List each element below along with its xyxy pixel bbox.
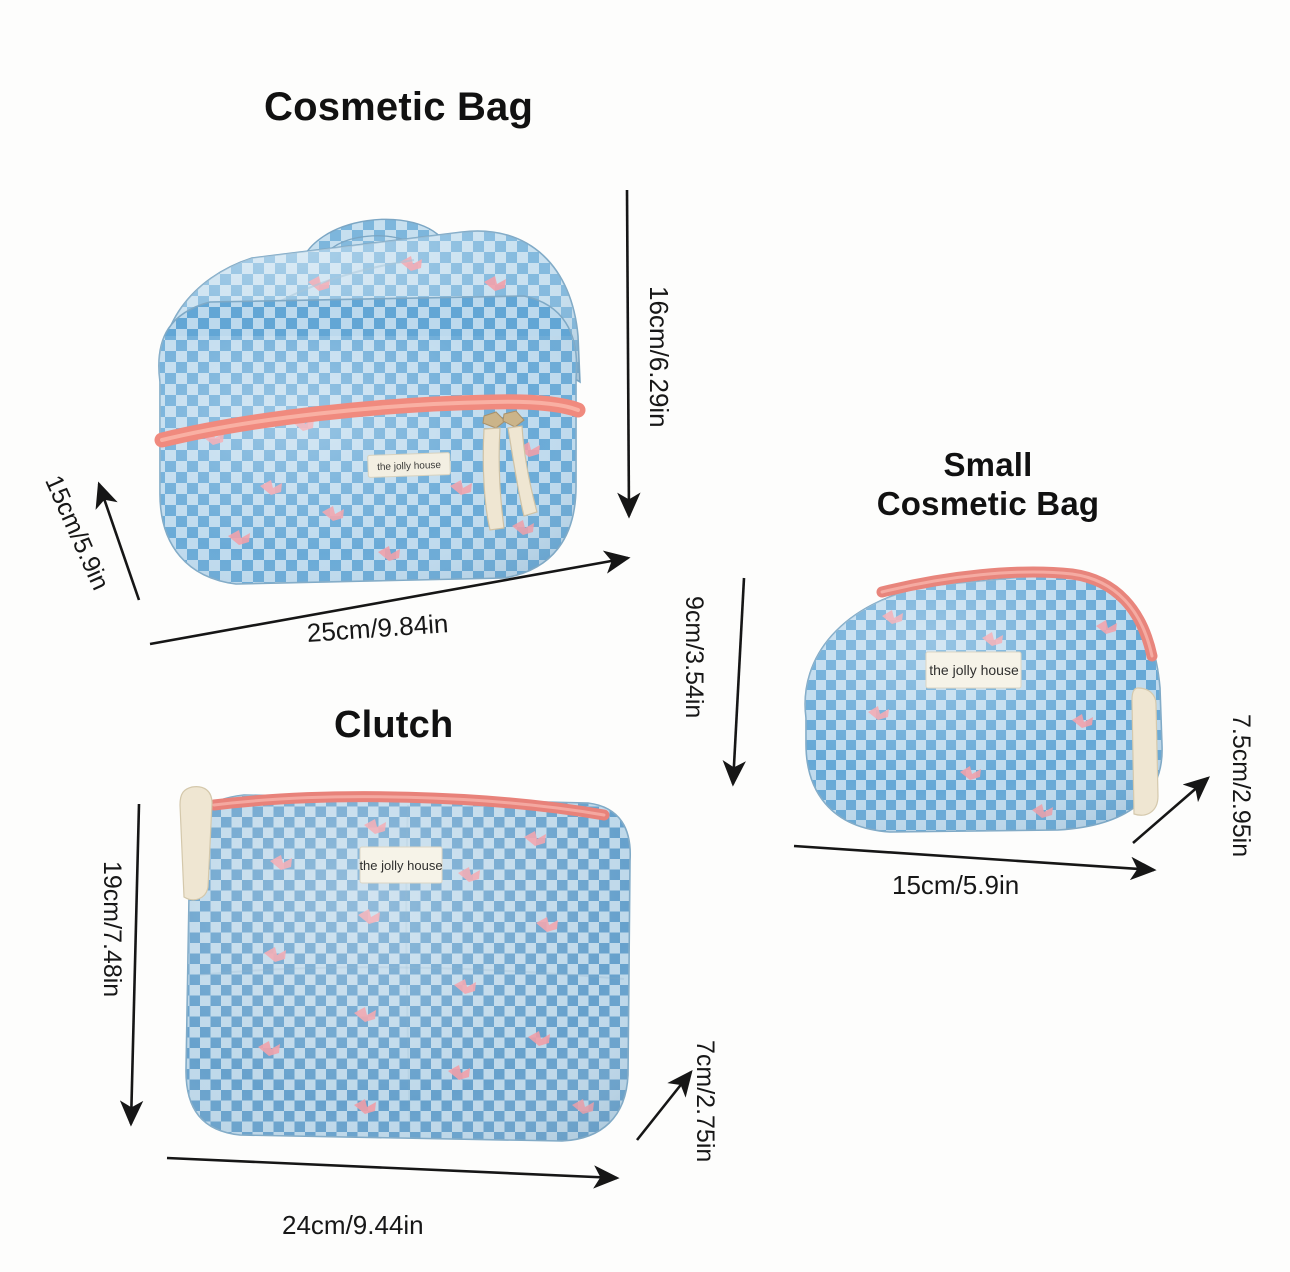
zipper-pull — [179, 786, 213, 901]
page-title-cosmetic-bag: Cosmetic Bag — [264, 85, 534, 129]
brand-label: the jolly house — [359, 846, 443, 884]
dimension-label-clutch-width: 24cm/9.44in — [282, 1210, 424, 1240]
brand-label: the jolly house — [925, 651, 1022, 689]
page-title-small-cosmetic-bag: Small Cosmetic Bag — [840, 446, 1136, 524]
zipper-pull — [1131, 687, 1159, 816]
dimension-label-clutch-depth: 7cm/2.75in — [691, 1040, 719, 1163]
dimension-label-small-cosmetic-bag-height: 9cm/3.54in — [680, 596, 708, 719]
brand-label-text: the jolly house — [359, 858, 442, 873]
title-line-1: Small — [943, 446, 1033, 483]
brand-label-text: the jolly house — [929, 662, 1019, 678]
product-image-cosmetic-bag: the jolly house — [132, 186, 602, 606]
zipper-pull — [482, 410, 538, 531]
dimension-label-cosmetic-bag-width: 25cm/9.84in — [305, 608, 450, 648]
bag-body — [185, 794, 631, 1142]
dimension-label-clutch-height: 19cm/7.48in — [98, 861, 126, 998]
bag-body — [158, 295, 578, 585]
brand-label-text: the jolly house — [377, 460, 442, 473]
brand-label: the jolly house — [367, 452, 451, 478]
zipper — [208, 791, 610, 821]
dimension-label-small-cosmetic-bag-width: 15cm/5.9in — [892, 870, 1020, 900]
arrow-small-height — [722, 577, 746, 787]
product-image-small-cosmetic-bag: the jolly house — [786, 560, 1186, 850]
zipper — [154, 394, 586, 448]
dimension-label-small-cosmetic-bag-depth: 7.5cm/2.95in — [1227, 714, 1255, 858]
arrow-main-height — [617, 189, 641, 519]
dimension-label-cosmetic-bag-depth: 15cm/5.9in — [39, 471, 115, 595]
bag-body — [804, 572, 1163, 833]
arrow-clutch-height — [119, 803, 144, 1127]
dimension-label-cosmetic-bag-height: 16cm/6.29in — [644, 286, 674, 428]
product-image-clutch: the jolly house — [158, 775, 648, 1165]
zipper — [876, 566, 1158, 662]
page-title-clutch: Clutch — [334, 704, 454, 746]
title-line-2: Cosmetic Bag — [876, 484, 1100, 522]
